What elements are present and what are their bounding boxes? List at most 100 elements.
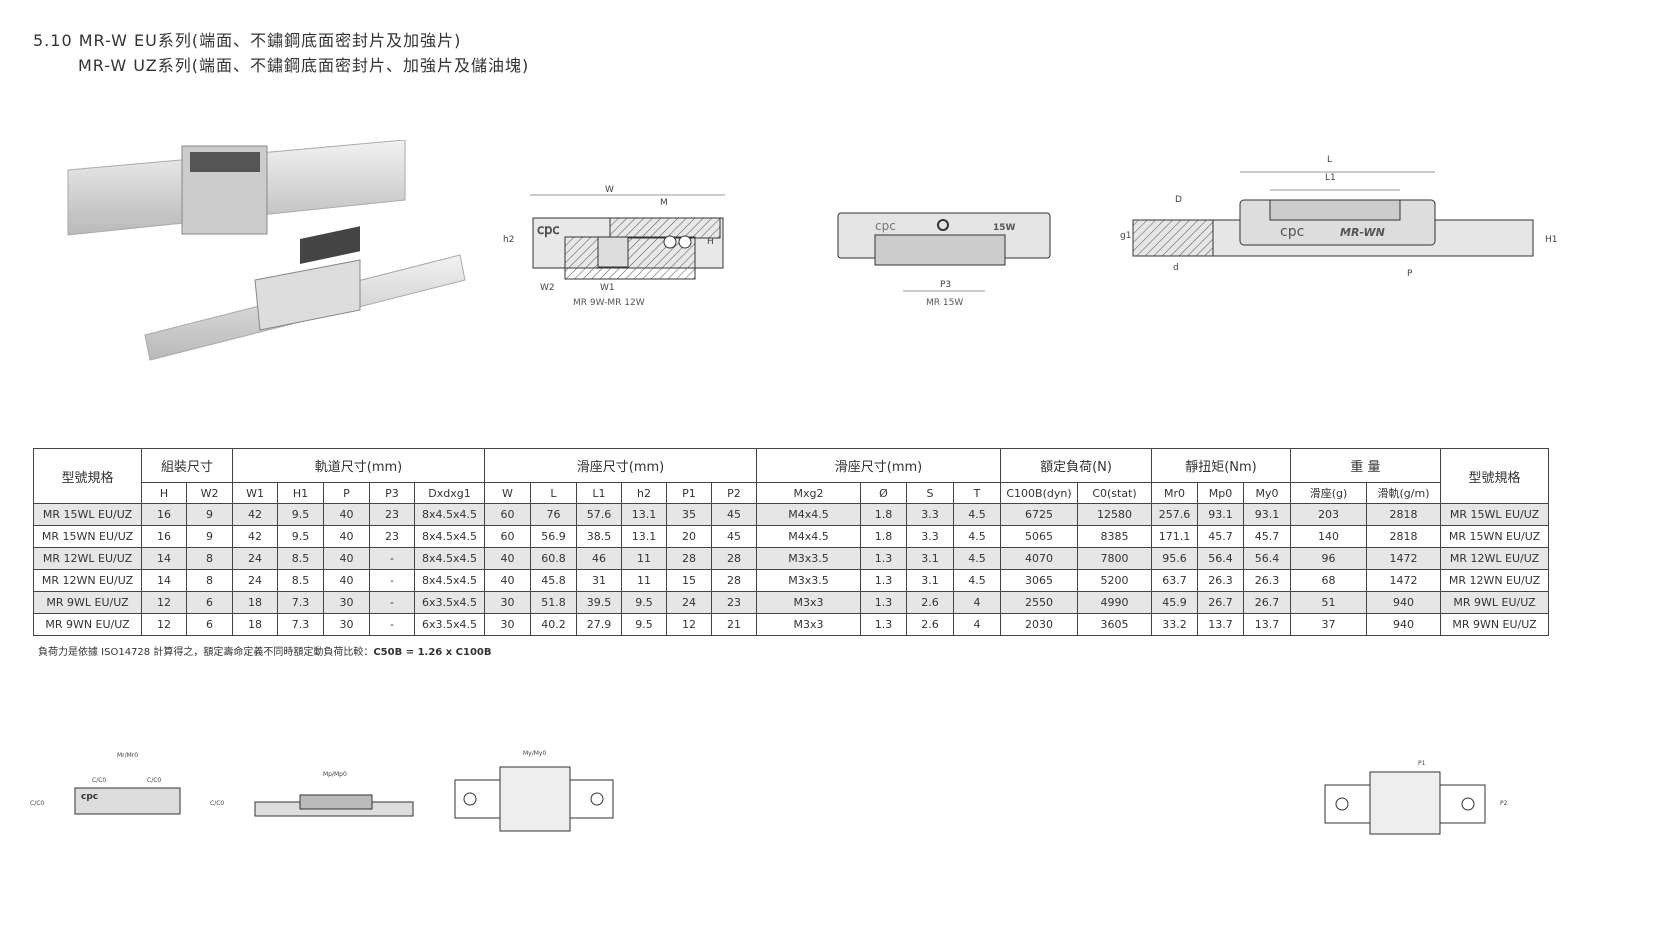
value-cell: 9.5 — [277, 503, 324, 526]
value-cell: 56.4 — [1197, 547, 1244, 570]
value-cell: 38.5 — [576, 525, 622, 548]
value-cell: 9.5 — [621, 613, 667, 636]
value-cell: 51 — [1290, 591, 1367, 614]
value-cell: 35 — [666, 503, 712, 526]
svg-text:C/C0: C/C0 — [147, 777, 161, 784]
value-cell: M3x3.5 — [756, 569, 861, 592]
column-header: My0 — [1243, 482, 1291, 504]
value-cell: 40 — [323, 503, 370, 526]
model-cell: MR 15WL EU/UZ — [1440, 503, 1549, 526]
value-cell: 12 — [666, 613, 712, 636]
value-cell: 257.6 — [1151, 503, 1198, 526]
svg-text:g1: g1 — [1120, 231, 1131, 241]
svg-text:Mr/Mr0: Mr/Mr0 — [117, 752, 138, 759]
value-cell: 8 — [186, 569, 233, 592]
value-cell: 23 — [369, 503, 415, 526]
column-header: P — [323, 482, 370, 504]
value-cell: 1.3 — [860, 547, 907, 570]
column-header: W — [484, 482, 531, 504]
value-cell: 8x4.5x4.5 — [414, 525, 485, 548]
value-cell: 9 — [186, 503, 233, 526]
value-cell: 8.5 — [277, 569, 324, 592]
value-cell: 8x4.5x4.5 — [414, 503, 485, 526]
side-view-diagram: L L1 D g1 cpc MR-WN d P H1 — [1120, 155, 1558, 279]
value-cell: 45.8 — [530, 569, 577, 592]
value-cell: 30 — [323, 591, 370, 614]
value-cell: 12 — [141, 613, 187, 636]
cross-section-caption: MR 9W-MR 12W — [573, 298, 645, 308]
svg-text:cpc: cpc — [81, 792, 98, 802]
value-cell: 5065 — [1000, 525, 1078, 548]
value-cell: 20 — [666, 525, 712, 548]
column-header: C100B(dyn) — [1000, 482, 1078, 504]
value-cell: 203 — [1290, 503, 1367, 526]
value-cell: - — [369, 613, 415, 636]
value-cell: 37 — [1290, 613, 1367, 636]
value-cell: 24 — [666, 591, 712, 614]
group-header: 軌道尺寸(mm) — [232, 448, 485, 483]
value-cell: 6x3.5x4.5 — [414, 591, 485, 614]
value-cell: 15 — [666, 569, 712, 592]
value-cell: 9.5 — [277, 525, 324, 548]
column-header: L — [530, 482, 577, 504]
model-cell: MR 9WL EU/UZ — [1440, 591, 1549, 614]
svg-text:cpc: cpc — [537, 223, 560, 238]
value-cell: 40 — [323, 525, 370, 548]
product-photo — [67, 140, 466, 361]
value-cell: 26.7 — [1243, 591, 1291, 614]
section-title: 5.10 MR-W EU系列(端面、不鏽鋼底面密封片及加強片) — [33, 31, 462, 50]
value-cell: 16 — [141, 503, 187, 526]
group-header: 重 量 — [1290, 448, 1441, 483]
value-cell: 26.3 — [1243, 569, 1291, 592]
value-cell: 2.6 — [906, 613, 954, 636]
column-header: Mxg2 — [756, 482, 861, 504]
value-cell: M3x3 — [756, 613, 861, 636]
value-cell: 4070 — [1000, 547, 1078, 570]
value-cell: 7.3 — [277, 613, 324, 636]
value-cell: 56.9 — [530, 525, 577, 548]
group-header: 額定負荷(N) — [1000, 448, 1152, 483]
value-cell: 2030 — [1000, 613, 1078, 636]
value-cell: 4.5 — [953, 547, 1001, 570]
value-cell: 3065 — [1000, 569, 1078, 592]
column-header: 滑軌(g/m) — [1366, 482, 1441, 504]
value-cell: 4990 — [1077, 591, 1152, 614]
value-cell: 13.7 — [1243, 613, 1291, 636]
value-cell: 3.1 — [906, 547, 954, 570]
svg-text:h2: h2 — [503, 235, 514, 245]
column-header: Dxdxg1 — [414, 482, 485, 504]
value-cell: 4.5 — [953, 569, 1001, 592]
value-cell: 40 — [484, 547, 531, 570]
column-header: 滑座(g) — [1290, 482, 1367, 504]
model-cell: MR 15WN EU/UZ — [33, 525, 142, 548]
value-cell: 7800 — [1077, 547, 1152, 570]
value-cell: 45 — [711, 503, 757, 526]
value-cell: 1.3 — [860, 569, 907, 592]
value-cell: 60 — [484, 503, 531, 526]
value-cell: 3.1 — [906, 569, 954, 592]
svg-text:P1: P1 — [1418, 760, 1426, 767]
model-cell: MR 15WL EU/UZ — [33, 503, 142, 526]
value-cell: 95.6 — [1151, 547, 1198, 570]
svg-text:Mp/Mp0: Mp/Mp0 — [323, 771, 347, 778]
column-header: Ø — [860, 482, 907, 504]
svg-text:My/My0: My/My0 — [523, 750, 546, 757]
value-cell: 12580 — [1077, 503, 1152, 526]
value-cell: 6 — [186, 591, 233, 614]
load-direction-diagrams: Mr/Mr0 C/C0 C/C0 C/C0 C/C0 cpc Mp/Mp0 My… — [30, 750, 614, 832]
value-cell: 4.5 — [953, 503, 1001, 526]
section-subtitle: MR-W UZ系列(端面、不鏽鋼底面密封片、加強片及儲油塊) — [78, 56, 530, 75]
svg-text:cpc: cpc — [875, 219, 896, 233]
value-cell: 18 — [232, 613, 278, 636]
value-cell: 42 — [232, 503, 278, 526]
value-cell: 40.2 — [530, 613, 577, 636]
column-header: T — [953, 482, 1001, 504]
value-cell: 1472 — [1366, 569, 1441, 592]
svg-text:W: W — [605, 185, 614, 195]
model-cell: MR 9WN EU/UZ — [1440, 613, 1549, 636]
value-cell: 40 — [484, 569, 531, 592]
value-cell: 93.1 — [1197, 503, 1244, 526]
model-cell: MR 12WL EU/UZ — [33, 547, 142, 570]
